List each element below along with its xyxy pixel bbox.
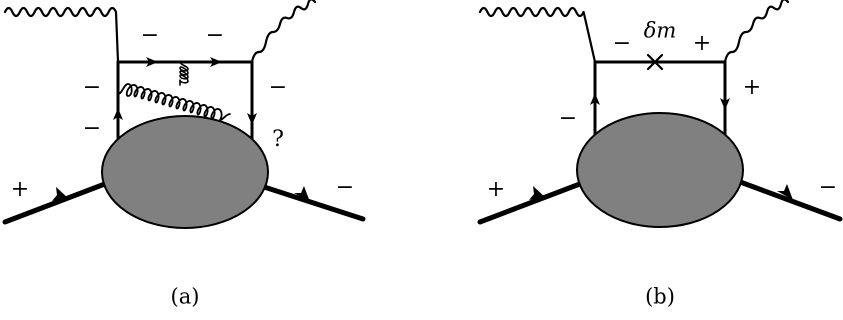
diagram-a-label-left-lower: − [83, 116, 101, 141]
diagram-b-mass-insertion-b [646, 53, 664, 71]
diagram-b-caption: (b) [645, 285, 675, 309]
diagram-a-hadron-in-arrow [52, 187, 68, 201]
diagram-a-gluon-vertical [179, 61, 189, 86]
diagram-b-arrow-right [720, 98, 730, 110]
diagram-a-gluon-horizontal [117, 83, 231, 121]
diagram-b-label-mass-insertion: δm [644, 19, 677, 43]
diagram-a-label-right-upper: − [269, 75, 287, 100]
diagram-b-hadron-blob [576, 112, 744, 228]
diagram-a-photon-right [250, 0, 317, 64]
diagram-b-hadron-in-arrow [529, 186, 545, 200]
diagram-a-hadron-out [255, 182, 366, 222]
diagram-a: − − − − − ? + − (a) [2, 0, 366, 309]
diagram-b-hadron-out [732, 177, 843, 222]
diagram-b-label-left: − [559, 106, 577, 131]
diagram-a-label-left-upper: − [83, 75, 101, 100]
diagram-a-label-outgoing: − [336, 175, 354, 200]
diagram-a-hadron-in [2, 179, 113, 225]
diagram-a-label-top-right: − [206, 23, 224, 48]
diagram-b-label-right: + [743, 75, 761, 100]
diagram-b-label-top-left: − [613, 31, 631, 56]
diagram-a-label-top-left: − [141, 23, 159, 48]
diagram-a-hadron-blob [101, 115, 269, 229]
diagram-b-hadron-out-arrow [777, 184, 793, 200]
diagram-b: − δm + + − + − (b) [477, 0, 843, 309]
diagram-a-hadron-out-arrow [294, 186, 310, 202]
diagram-b-label-top-right: + [693, 31, 711, 56]
diagram-a-arrow-top-left [146, 57, 158, 67]
diagram-b-arrow-left [590, 93, 600, 105]
diagram-b-label-incoming: + [487, 177, 505, 202]
diagram-a-photon-left [3, 6, 120, 64]
diagram-a-label-right-lower: ? [272, 127, 284, 152]
diagram-a-arrow-left [113, 108, 123, 120]
diagram-a-arrow-top-right [210, 57, 222, 67]
diagram-a-arrow-right [247, 113, 257, 125]
diagram-a-caption: (a) [171, 285, 200, 309]
diagram-b-label-outgoing: − [819, 175, 837, 200]
diagram-b-photon-left [478, 6, 597, 64]
diagram-b-photon-right [723, 0, 790, 64]
diagram-a-label-incoming: + [11, 177, 29, 202]
diagram-b-hadron-in [477, 179, 588, 225]
